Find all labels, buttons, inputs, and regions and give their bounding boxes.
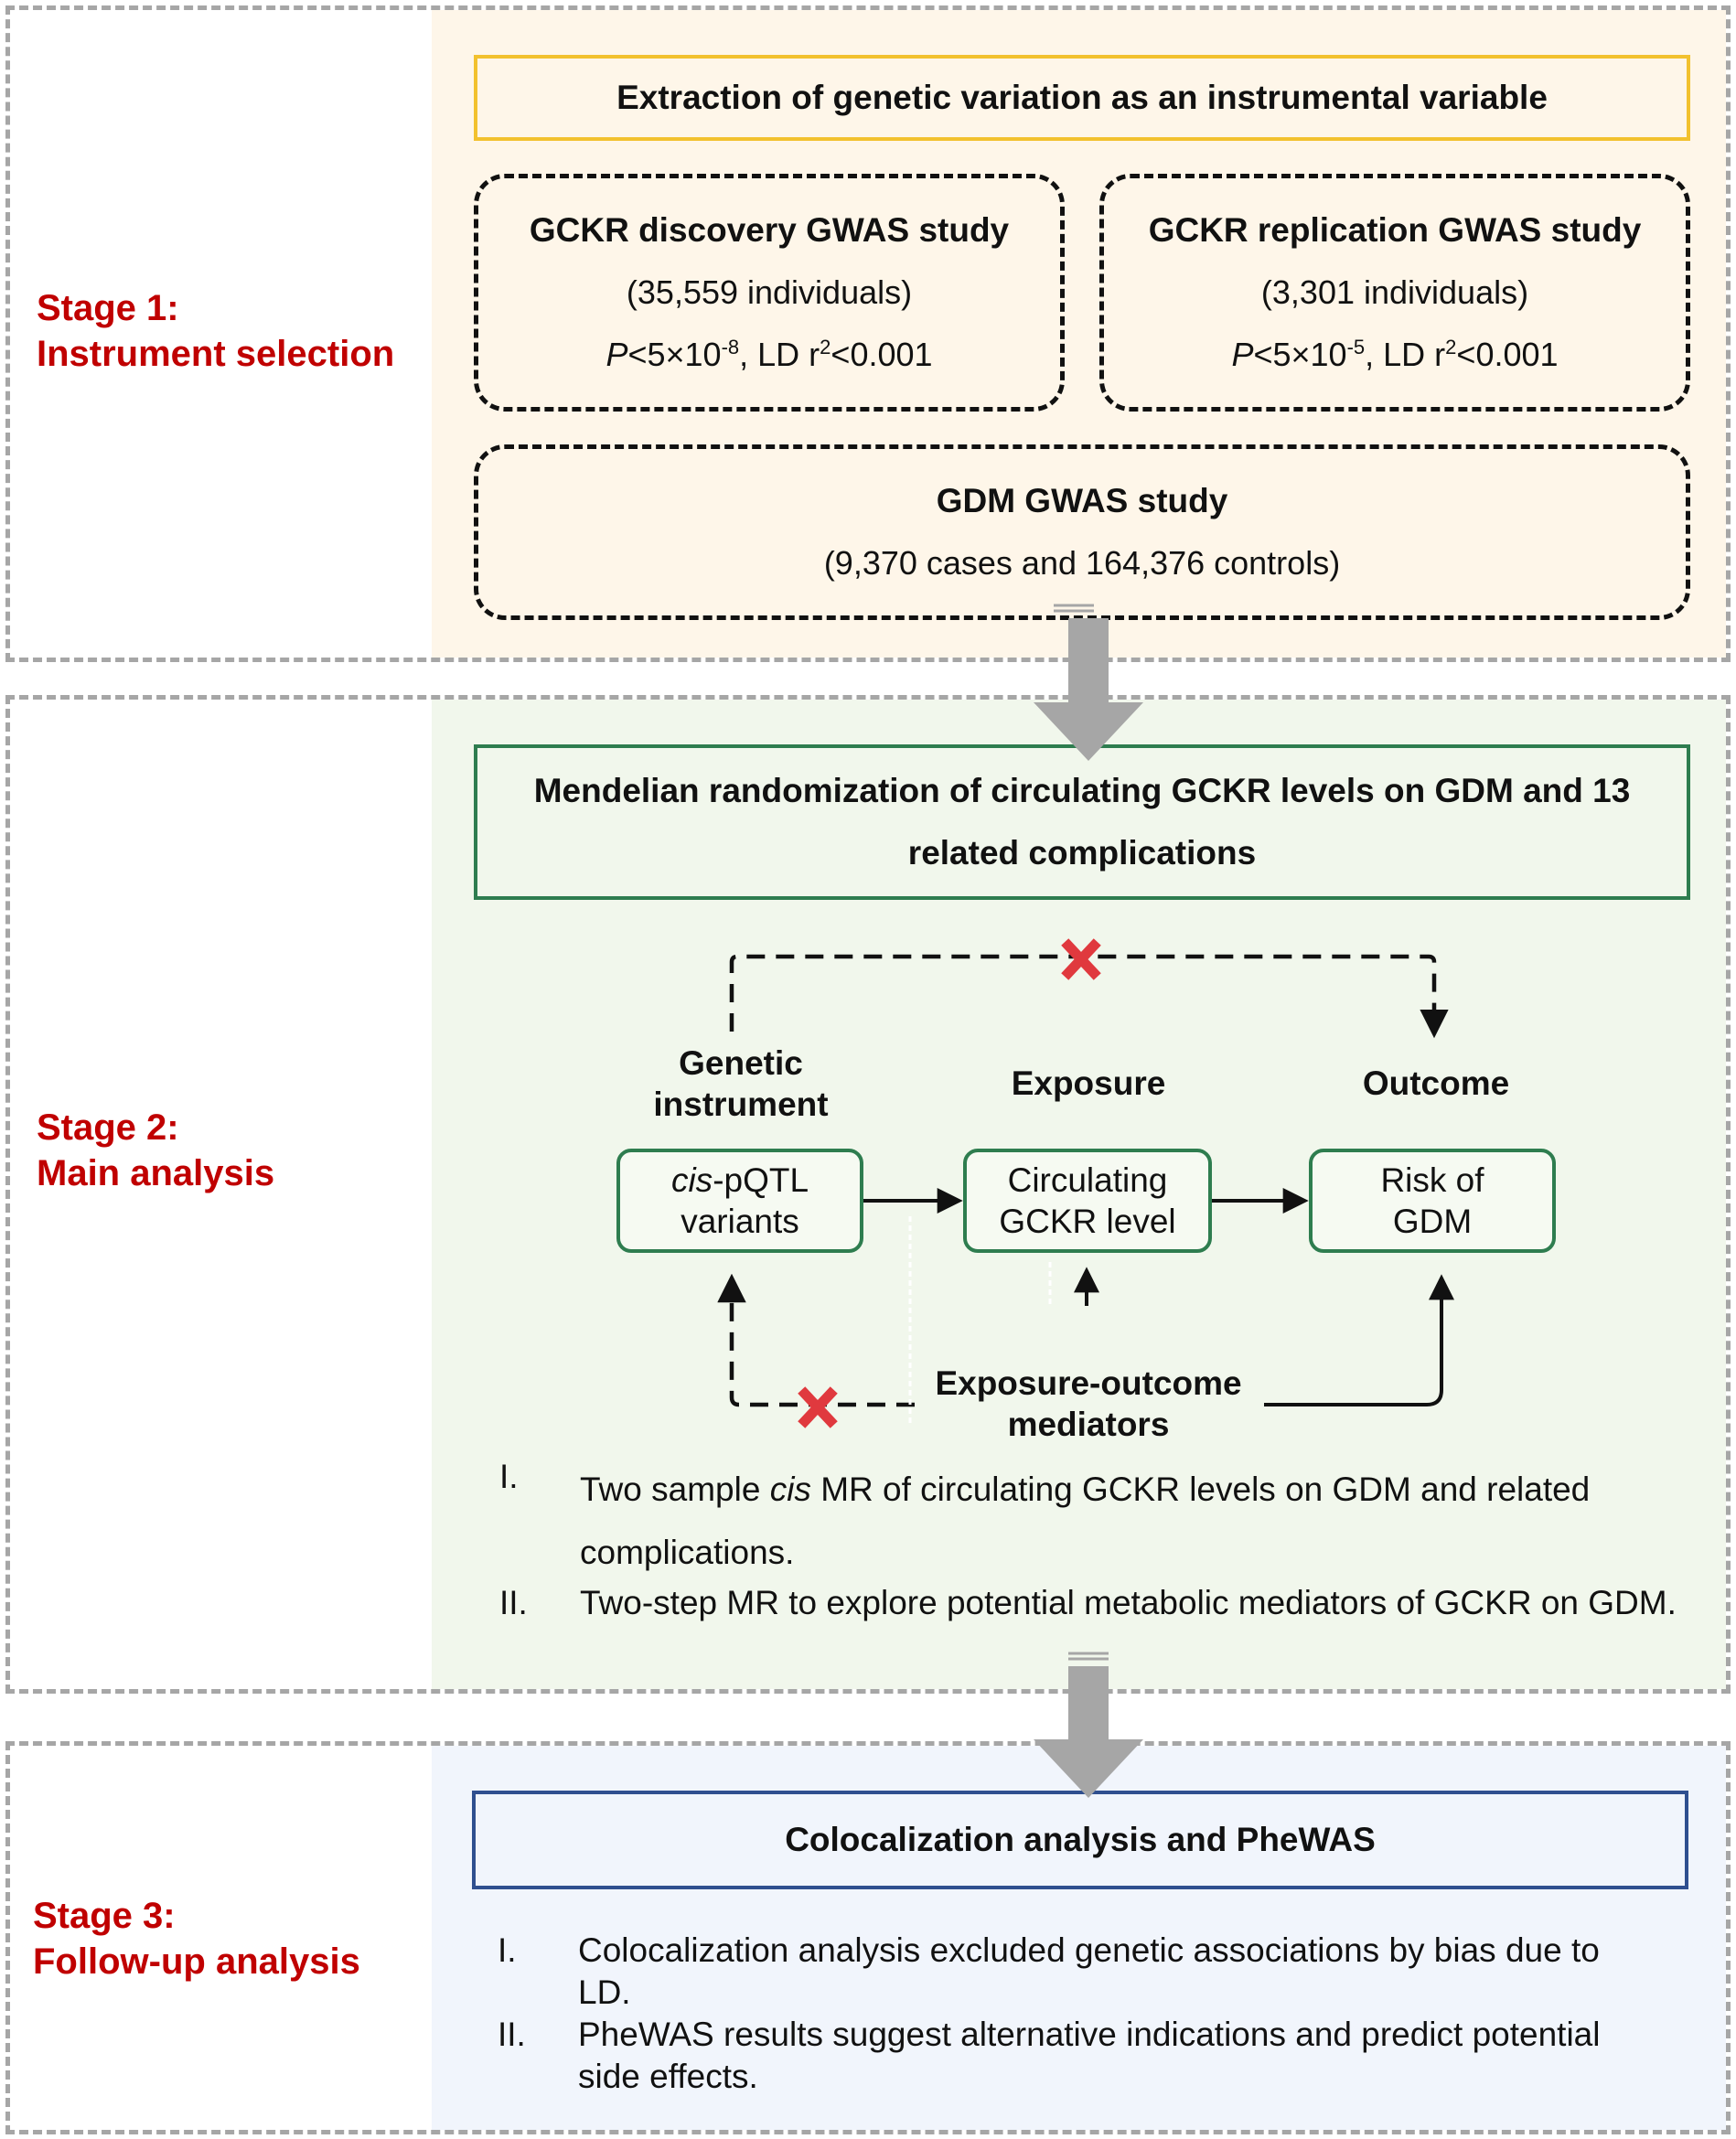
discovery-gwas-sample: (35,559 individuals) xyxy=(626,273,913,311)
stage-1-header-box: Extraction of genetic variation as an in… xyxy=(474,55,1690,141)
role-genetic-instrument-line2: instrument xyxy=(653,1086,829,1123)
replication-gwas-box: GCKR replication GWAS study (3,301 indiv… xyxy=(1099,174,1690,412)
exposure-outcome-mediators: Exposure-outcome mediators xyxy=(906,1363,1271,1445)
bottom-cross-mark xyxy=(798,1386,838,1428)
role-genetic-instrument-line1: Genetic xyxy=(679,1044,803,1082)
stage-3-header-box: Colocalization analysis and PheWAS xyxy=(472,1791,1688,1889)
stage-2-item-2-num: II. xyxy=(499,1584,528,1621)
discovery-gwas-box: GCKR discovery GWAS study (35,559 indivi… xyxy=(474,174,1065,412)
stage-2-header-box: Mendelian randomization of circulating G… xyxy=(474,744,1690,900)
discovery-gwas-threshold: P<5×10-8, LD r2<0.001 xyxy=(605,336,933,373)
stage-3-list: I. Colocalization analysis excluded gene… xyxy=(498,1930,1723,2112)
stage-2-list: I. Two sample cis MR of circulating GCKR… xyxy=(499,1458,1725,1641)
stage-3-frame xyxy=(5,1741,1731,2134)
gdm-gwas-box: GDM GWAS study (9,370 cases and 164,376 … xyxy=(474,444,1690,620)
role-exposure: Exposure xyxy=(1011,1064,1166,1102)
stage-2-item-1-num: I. xyxy=(499,1458,519,1495)
node-cis-pqtl-line2: variants xyxy=(680,1203,799,1240)
replication-gwas-title: GCKR replication GWAS study xyxy=(1148,211,1642,249)
stage-2-header-line2: related complications xyxy=(907,834,1257,872)
stage-1-label-line1: Stage 1: xyxy=(37,288,179,328)
discovery-gwas-title: GCKR discovery GWAS study xyxy=(529,211,1010,249)
stage-2-frame xyxy=(5,695,1731,1694)
stage-2-header-line1: Mendelian randomization of circulating G… xyxy=(533,772,1631,809)
node-circulating-gckr-line1: Circulating xyxy=(1007,1161,1168,1199)
mediators-line1: Exposure-outcome xyxy=(935,1364,1242,1402)
node-risk-of-gdm: Risk of GDM xyxy=(1309,1149,1556,1253)
node-cis-pqtl-line1: cis-pQTL xyxy=(670,1161,809,1199)
stage-3-label: Stage 3: Follow-up analysis xyxy=(33,1893,360,1984)
stage-3-item-2-num: II. xyxy=(498,2016,526,2053)
node-circulating-gckr-line2: GCKR level xyxy=(999,1203,1176,1240)
mediators-to-outcome-arrow xyxy=(1264,1274,1454,1406)
role-genetic-instrument: Genetic instrument xyxy=(622,1043,860,1125)
stage-3-item-1-num: I. xyxy=(498,1931,517,1969)
stage-2-label-line2: Main analysis xyxy=(37,1153,275,1193)
stage-1-to-2-arrow xyxy=(1034,604,1143,761)
stage-3-item-1-text: Colocalization analysis excluded genetic… xyxy=(578,1931,1600,2011)
stage-1-frame xyxy=(5,5,1731,662)
stage-3-label-line1: Stage 3: xyxy=(33,1896,176,1936)
node-cis-pqtl-variants: cis-pQTL variants xyxy=(616,1149,863,1253)
gdm-gwas-sample: (9,370 cases and 164,376 controls) xyxy=(823,544,1341,582)
mediators-line2: mediators xyxy=(1007,1406,1170,1443)
stage-1-header-text: Extraction of genetic variation as an in… xyxy=(616,79,1548,116)
stage-1-label: Stage 1: Instrument selection xyxy=(37,285,394,377)
stage-3-label-line2: Follow-up analysis xyxy=(33,1941,360,1982)
stage-2-label: Stage 2: Main analysis xyxy=(37,1105,274,1196)
stage-3-header-text: Colocalization analysis and PheWAS xyxy=(785,1821,1376,1858)
stage-3-item-2-text: PheWAS results suggest alternative indic… xyxy=(578,2016,1601,2095)
stage-1-label-line2: Instrument selection xyxy=(37,334,395,374)
stage-2-item-1-text: Two sample cis MR of circulating GCKR le… xyxy=(580,1471,1591,1571)
top-cross-mark xyxy=(1061,938,1101,980)
confounder-dashed-path xyxy=(717,1273,915,1407)
node-risk-of-gdm-line1: Risk of xyxy=(1380,1161,1484,1199)
role-outcome: Outcome xyxy=(1362,1064,1510,1102)
gdm-gwas-title: GDM GWAS study xyxy=(936,482,1228,519)
replication-gwas-sample: (3,301 individuals) xyxy=(1260,273,1529,311)
node-risk-of-gdm-line2: GDM xyxy=(1392,1203,1473,1240)
stage-2-item-2-text: Two-step MR to explore potential metabol… xyxy=(580,1584,1677,1621)
stage-2-label-line1: Stage 2: xyxy=(37,1107,179,1148)
stage-2-to-3-arrow xyxy=(1034,1652,1143,1798)
node-circulating-gckr: Circulating GCKR level xyxy=(963,1149,1212,1253)
replication-gwas-threshold: P<5×10-5, LD r2<0.001 xyxy=(1231,336,1559,373)
